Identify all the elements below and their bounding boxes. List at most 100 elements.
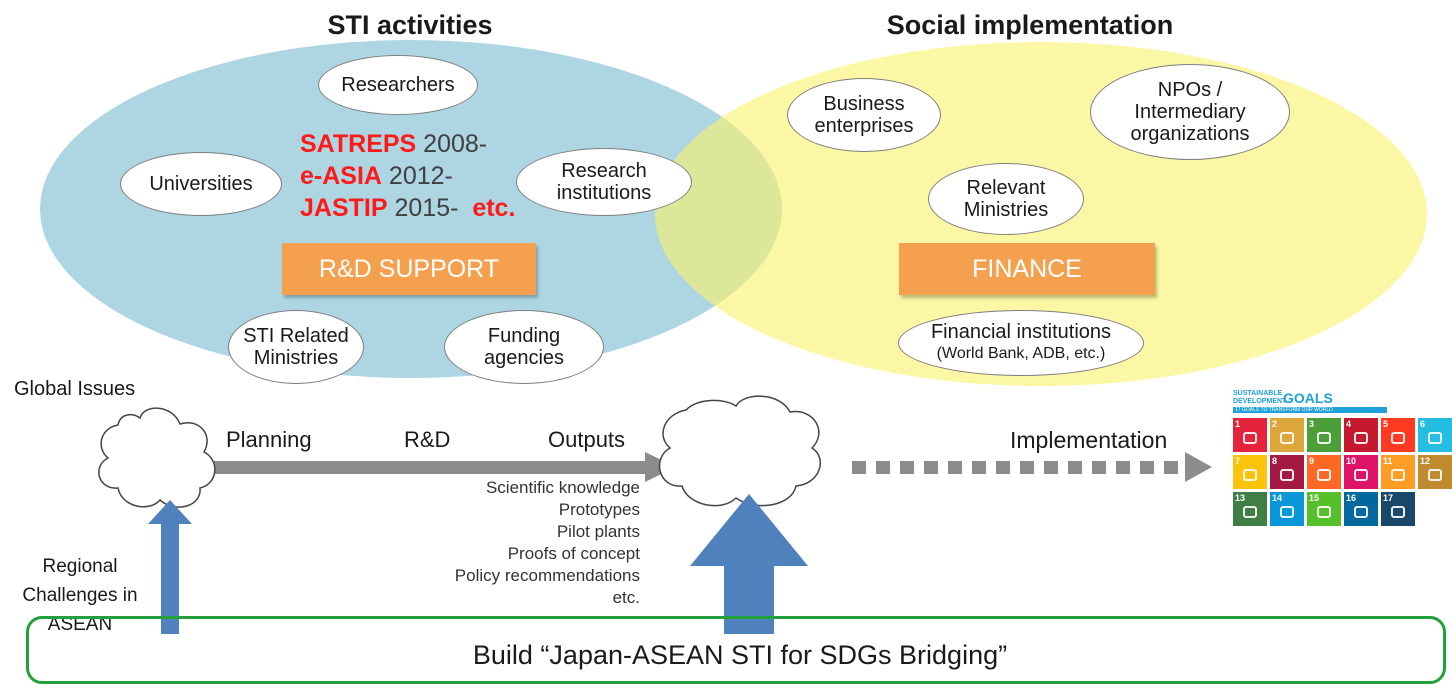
sdg-goal-tile: 14: [1270, 492, 1304, 526]
program-etc: etc.: [472, 194, 516, 222]
programs-list: SATREPS 2008- e-ASIA 2012- JASTIP 2015- …: [300, 128, 560, 224]
program-easia-year: 2012-: [381, 162, 453, 190]
implementation-label: Implementation: [1010, 427, 1168, 453]
planning-label: Planning: [226, 427, 312, 452]
business-enterprises-node: Business enterprises: [787, 78, 941, 152]
research-institutions-node: Research institutions: [516, 148, 692, 216]
sdg-subheader: 17 GOALS TO TRANSFORM OUR WORLD: [1233, 407, 1387, 413]
sdg-goal-number: 5: [1383, 419, 1389, 429]
bridging-text: Build “Japan-ASEAN STI for SDGs Bridging…: [472, 640, 1008, 670]
sdg-goal-icon: [1428, 432, 1442, 444]
sdg-goal-number: 15: [1309, 493, 1320, 503]
sdg-goal-icon: [1280, 469, 1294, 481]
sdg-goal-tile: 9: [1307, 455, 1341, 489]
sdg-goal-number: 14: [1272, 493, 1283, 503]
sdg-goal-tile: 1: [1233, 418, 1267, 452]
researchers-node: Researchers: [318, 55, 478, 115]
sdg-goal-icon: [1243, 432, 1257, 444]
implementation-dashed-arrow: [852, 452, 1212, 482]
program-jastip-year: 2015-: [387, 194, 459, 222]
sdg-goal-icon: [1280, 506, 1294, 518]
sdg-goal-number: 4: [1346, 419, 1352, 429]
output-item: Pilot plants: [556, 522, 640, 541]
sdg-goal-tile: 10: [1344, 455, 1378, 489]
regional-line-2: Challenges in: [22, 585, 138, 606]
funding-agencies-node: Funding agencies: [444, 310, 604, 384]
sdg-goal-number: 2: [1272, 419, 1278, 429]
sdg-goal-number: 6: [1420, 419, 1426, 429]
flow-diagram: [98, 395, 1212, 634]
global-issues-cloud: [98, 407, 216, 508]
sdg-goal-icon: [1391, 432, 1405, 444]
sdg-goal-icon: [1317, 506, 1331, 518]
rd-support-box: R&D SUPPORT: [282, 243, 536, 295]
sdg-header-line2: DEVELOPMENT: [1233, 398, 1287, 405]
financial-institutions-node: Financial institutions (World Bank, ADB,…: [898, 310, 1144, 376]
sdg-goal-number: 12: [1420, 456, 1431, 466]
outputs-cloud: [658, 395, 822, 507]
sdg-goal-icon: [1243, 506, 1257, 518]
sdg-goal-tile: 13: [1233, 492, 1267, 526]
program-jastip: JASTIP 2015- etc.: [300, 192, 560, 224]
sdg-logo: SUSTAINABLE DEVELOPMENT GOALS 17 GOALS T…: [1233, 390, 1452, 550]
sti-activities-heading: STI activities: [327, 10, 493, 40]
sdg-goal-tile: 5: [1381, 418, 1415, 452]
regional-challenges-label: Regional Challenges in ASEAN: [10, 552, 150, 639]
bridging-box: [26, 616, 1446, 684]
bridging-arrow: [690, 494, 808, 634]
regional-challenges-arrow: [148, 500, 192, 634]
sdg-header: SUSTAINABLE DEVELOPMENT GOALS: [1233, 390, 1423, 412]
sdg-goal-icon: [1428, 469, 1442, 481]
rd-label: R&D: [404, 427, 451, 452]
sdg-header-line1: SUSTAINABLE: [1233, 390, 1283, 397]
sdg-goal-tile: 4: [1344, 418, 1378, 452]
output-item: Policy recommendations: [454, 566, 640, 585]
sdg-goal-icon: [1243, 469, 1257, 481]
financial-institutions-sub: (World Bank, ADB, etc.): [936, 345, 1106, 362]
sdg-goal-tile: 7: [1233, 455, 1267, 489]
sdg-goal-number: 1: [1235, 419, 1241, 429]
outputs-label: Outputs: [548, 427, 626, 452]
sdg-goal-number: 3: [1309, 419, 1315, 429]
sdg-goal-tile: 2: [1270, 418, 1304, 452]
sdg-goal-tile: 12: [1418, 455, 1452, 489]
relevant-ministries-node: Relevant Ministries: [928, 163, 1084, 235]
sdg-goal-tile: 8: [1270, 455, 1304, 489]
npos-node: NPOs / Intermediary organizations: [1090, 64, 1290, 160]
regional-line-1: Regional: [42, 556, 118, 577]
program-satreps: SATREPS 2008-: [300, 128, 560, 160]
global-issues-label: Global Issues: [14, 378, 136, 400]
sdg-goal-tile: 17: [1381, 492, 1415, 526]
sdg-goals-word: GOALS: [1283, 390, 1333, 406]
regional-line-3: ASEAN: [47, 614, 113, 635]
flow-arrow-body: [208, 461, 648, 474]
financial-institutions-label: Financial institutions: [930, 321, 1112, 343]
output-item: Proofs of concept: [507, 544, 640, 563]
sdg-goal-icon: [1354, 469, 1368, 481]
sdg-goal-icon: [1354, 432, 1368, 444]
sdg-goal-tile: 15: [1307, 492, 1341, 526]
sdg-goal-number: 10: [1346, 456, 1357, 466]
program-jastip-name: JASTIP: [300, 194, 388, 222]
sdg-goal-number: 13: [1235, 493, 1246, 503]
sdg-goal-icon: [1280, 432, 1294, 444]
sdg-goal-icon: [1391, 506, 1405, 518]
finance-box: FINANCE: [899, 243, 1155, 295]
sdg-goal-number: 9: [1309, 456, 1315, 466]
social-implementation-heading: Social implementation: [886, 10, 1174, 40]
program-easia-name: e-ASIA: [300, 162, 382, 190]
outputs-list: Scientific knowledge Prototypes Pilot pl…: [420, 477, 640, 609]
sdg-goal-tile: 3: [1307, 418, 1341, 452]
sdg-goal-number: 7: [1235, 456, 1241, 466]
sdg-goal-icon: [1317, 432, 1331, 444]
sdg-goal-number: 11: [1383, 456, 1393, 466]
program-satreps-name: SATREPS: [300, 130, 417, 158]
output-item: Scientific knowledge: [485, 478, 640, 497]
sti-ministries-node: STI Related Ministries: [228, 310, 364, 384]
sdg-goal-number: 8: [1272, 456, 1278, 466]
sdg-goal-number: 17: [1383, 493, 1394, 503]
program-satreps-year: 2008-: [416, 130, 488, 158]
output-item: Prototypes: [558, 500, 640, 519]
output-item: etc.: [612, 588, 640, 607]
sdg-goal-number: 16: [1346, 493, 1357, 503]
